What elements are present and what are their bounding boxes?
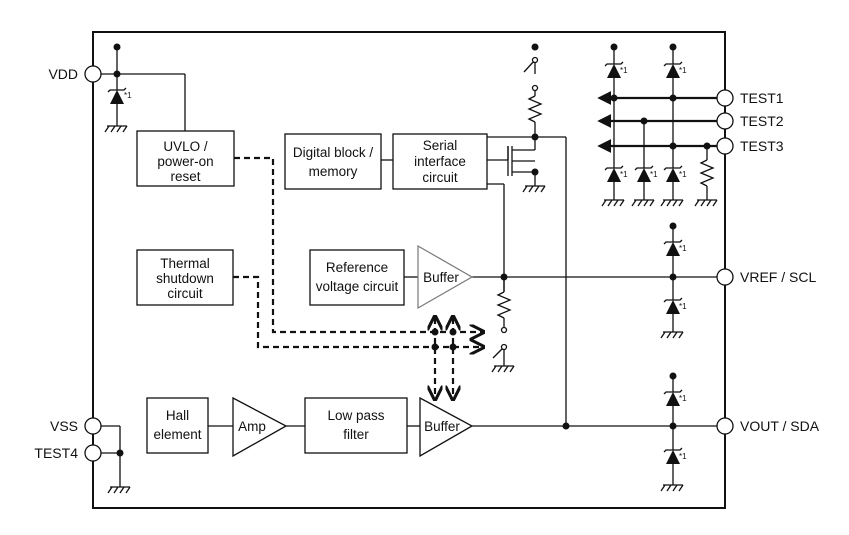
thermal-shutdown-block bbox=[136, 249, 234, 306]
diodes bbox=[107, 61, 683, 464]
pin-label-test3: TEST3 bbox=[740, 138, 784, 154]
reference-voltage-block bbox=[309, 249, 405, 306]
diode-note: *1 bbox=[679, 452, 687, 461]
diode-vref-top bbox=[663, 239, 683, 256]
serial-label-2: interface bbox=[414, 154, 466, 169]
hall-label-1: Hall bbox=[166, 408, 189, 423]
thermal-label-3: circuit bbox=[167, 286, 203, 301]
diode-test-bottom-2 bbox=[634, 165, 654, 182]
thermal-label-1: Thermal bbox=[160, 256, 210, 271]
pin-label-test2: TEST2 bbox=[740, 113, 784, 129]
blocks bbox=[136, 130, 488, 454]
ground-icon bbox=[631, 199, 655, 207]
diode-note: *1 bbox=[650, 170, 658, 179]
resistors bbox=[496, 95, 715, 319]
hall-element-block bbox=[146, 397, 209, 454]
buffer-bottom-label: Buffer bbox=[424, 419, 460, 434]
low-pass-filter-block bbox=[304, 397, 408, 454]
ground-icon bbox=[104, 125, 128, 133]
diode-test-top-2 bbox=[663, 61, 683, 78]
diode-note: *1 bbox=[620, 66, 628, 75]
diode-vref-bottom bbox=[663, 297, 683, 314]
serial-interface-block bbox=[392, 133, 488, 190]
pin-label-test1: TEST1 bbox=[740, 90, 784, 106]
diode-note: *1 bbox=[679, 66, 687, 75]
diode-vdd bbox=[107, 87, 127, 104]
lpf-label-1: Low pass bbox=[327, 408, 384, 423]
uvlo-block bbox=[136, 130, 235, 187]
junction-dots bbox=[113, 43, 711, 457]
ground-icon bbox=[491, 365, 515, 373]
lpf-label-2: filter bbox=[343, 427, 369, 442]
ground-symbols bbox=[104, 125, 718, 494]
serial-label-1: Serial bbox=[423, 138, 458, 153]
pin-vout-sda bbox=[716, 417, 734, 435]
diode-note: *1 bbox=[679, 244, 687, 253]
amp-label: Amp bbox=[238, 419, 266, 434]
diode-note: *1 bbox=[679, 170, 687, 179]
serial-label-3: circuit bbox=[422, 170, 458, 185]
buffer-top-triangle bbox=[417, 244, 474, 310]
thermal-label-2: shutdown bbox=[156, 271, 214, 286]
pin-labels: VDD VSS TEST4 TEST1 TEST2 TEST3 VREF / S… bbox=[34, 66, 819, 461]
pin-test2 bbox=[716, 112, 734, 130]
pin-test4 bbox=[84, 444, 102, 462]
ground-icon bbox=[660, 331, 684, 339]
uvlo-label-2: power-on bbox=[157, 154, 213, 169]
pin-label-vref-scl: VREF / SCL bbox=[740, 269, 816, 285]
amp-triangle bbox=[232, 396, 288, 458]
pin-circles bbox=[84, 65, 734, 462]
block-labels: UVLO / power-on reset Digital block / me… bbox=[153, 138, 465, 442]
digital-label-2: memory bbox=[309, 164, 358, 179]
test-lines bbox=[597, 91, 718, 153]
diode-note: *1 bbox=[620, 170, 628, 179]
ground-icon bbox=[107, 486, 131, 494]
diode-vout-bottom bbox=[663, 447, 683, 464]
digital-label-1: Digital block / bbox=[293, 145, 374, 160]
digital-block bbox=[284, 133, 382, 190]
ground-icon bbox=[601, 199, 625, 207]
pin-vdd bbox=[84, 65, 102, 83]
diode-note: *1 bbox=[679, 394, 687, 403]
diode-vout-top bbox=[663, 389, 683, 406]
pin-label-test4: TEST4 bbox=[34, 445, 78, 461]
ground-icon bbox=[660, 484, 684, 492]
uvlo-label-1: UVLO / bbox=[163, 139, 208, 154]
diode-note: *1 bbox=[679, 302, 687, 311]
diode-test-bottom-1 bbox=[604, 165, 624, 182]
ground-icon bbox=[522, 185, 546, 193]
diode-notes: *1 *1 *1 *1 *1 *1 *1 *1 *1 *1 bbox=[124, 66, 687, 461]
pin-label-vss: VSS bbox=[50, 418, 78, 434]
diode-test-top-1 bbox=[604, 61, 624, 78]
ground-icon bbox=[660, 199, 684, 207]
reference-label-1: Reference bbox=[326, 260, 388, 275]
buffer-top-label: Buffer bbox=[423, 270, 459, 285]
hall-label-2: element bbox=[153, 427, 201, 442]
switches bbox=[492, 56, 539, 359]
pin-label-vdd: VDD bbox=[48, 66, 78, 82]
reference-label-2: voltage circuit bbox=[316, 279, 399, 294]
pin-test1 bbox=[716, 89, 734, 107]
ground-icon bbox=[694, 199, 718, 207]
pin-label-vout-sda: VOUT / SDA bbox=[740, 418, 820, 434]
uvlo-label-3: reset bbox=[170, 169, 200, 184]
pin-test3 bbox=[716, 137, 734, 155]
diode-note: *1 bbox=[124, 91, 132, 100]
buffer-bottom-triangle bbox=[419, 396, 474, 458]
pin-vref-scl bbox=[716, 268, 734, 286]
diode-test-bottom-3 bbox=[663, 165, 683, 182]
pin-vss bbox=[84, 417, 102, 435]
